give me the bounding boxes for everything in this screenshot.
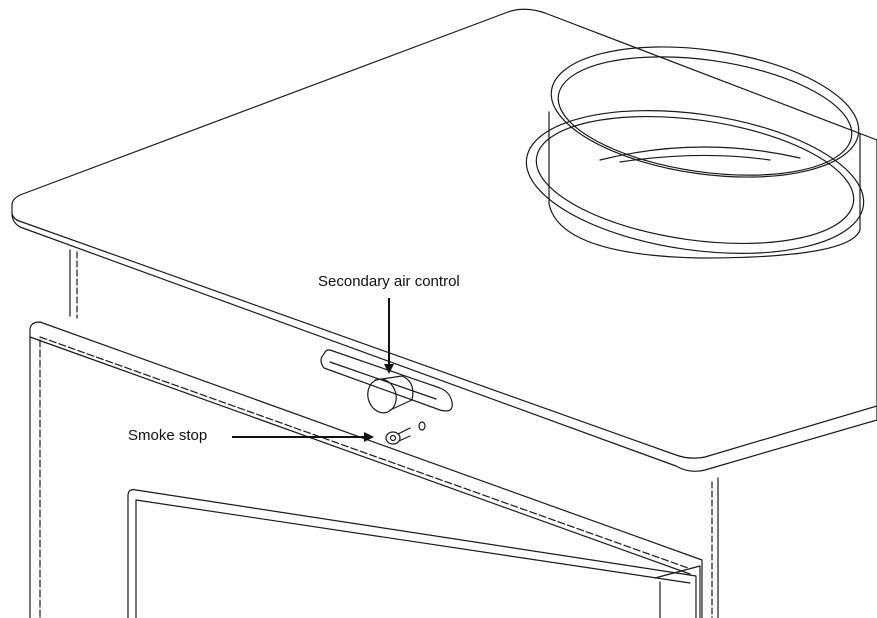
flue-collar-bottom-visible: [548, 203, 861, 259]
flue-collar-base-outer: [525, 110, 865, 254]
secondary-air-control-label: Secondary air control: [318, 273, 460, 290]
smoke-stop-label: Smoke stop: [128, 427, 208, 444]
top-plate-surface: [11, 8, 877, 472]
smoke-stop-screw: [385, 431, 401, 445]
door-panel: [127, 489, 697, 618]
door-frame-top: [29, 321, 703, 618]
air-control-slot: [320, 349, 453, 412]
top-plate-front-edge: [11, 213, 877, 459]
door-hinge: [654, 565, 701, 618]
flue-collar-rim: [550, 46, 860, 178]
air-control-knob-face: [367, 378, 397, 414]
flue-collar-base-inner: [535, 115, 855, 245]
